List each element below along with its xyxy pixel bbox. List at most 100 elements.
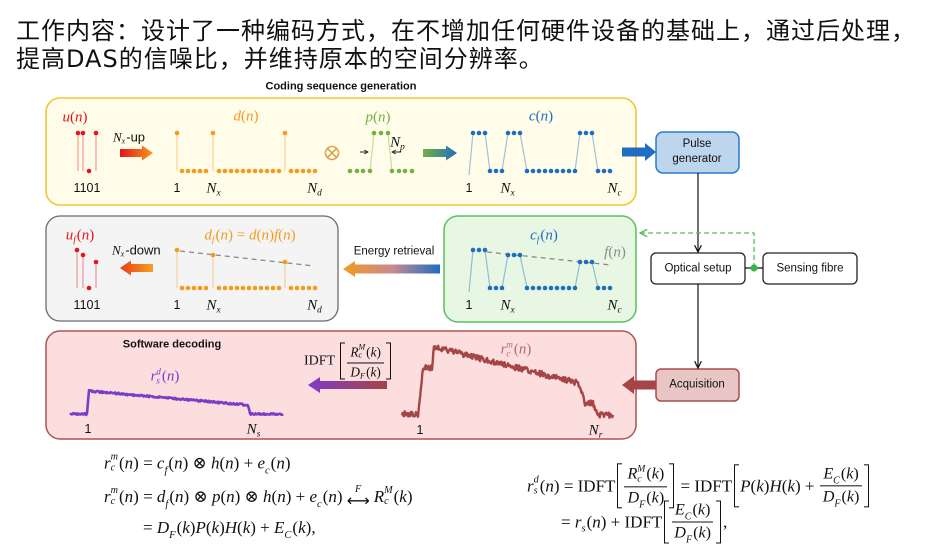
math-text: = xyxy=(138,486,157,506)
sequence-dot xyxy=(294,285,300,291)
math-symbol: f xyxy=(604,244,609,261)
math-symbol: n xyxy=(276,453,285,472)
math-superscript: M xyxy=(384,485,393,497)
sequence-dot xyxy=(86,285,92,291)
math-symbol: N xyxy=(307,180,318,197)
sequence-dot xyxy=(306,168,312,174)
pulse-generator-label: Pulse generator xyxy=(672,137,721,167)
math-symbol: D xyxy=(156,518,170,537)
math-symbol: d xyxy=(204,227,212,244)
c-label: c(n) xyxy=(529,108,554,125)
sequence-dot xyxy=(264,168,270,174)
sequence-dot xyxy=(74,247,80,253)
math-symbol: n xyxy=(613,244,621,261)
math-argument: (n) xyxy=(270,453,291,472)
math-symbol: d xyxy=(248,227,257,244)
d-axis-start: 1 xyxy=(173,180,181,195)
math-variable: h(n) xyxy=(211,453,239,473)
uf-sequence xyxy=(74,247,99,291)
title-line-1: 工作内容：设计了一种编码方式，在不增加任何硬件设备的基础上，通过后处理， xyxy=(16,17,916,45)
math-argument: (n) xyxy=(322,486,343,506)
sequence-dot xyxy=(222,285,228,291)
sequence-dot xyxy=(396,168,402,174)
sequence-dot xyxy=(86,168,92,174)
sequence-dot xyxy=(511,252,517,258)
math-subscript: f xyxy=(211,235,215,246)
pulse-edge-line xyxy=(369,132,375,172)
math-symbol: d xyxy=(233,108,242,125)
math-superscript: d xyxy=(533,474,539,486)
sequence-dot xyxy=(493,168,499,174)
sequence-dot xyxy=(607,168,613,174)
math-symbol: R xyxy=(373,486,385,506)
math-symbol: r xyxy=(500,341,507,358)
sequence-dot xyxy=(389,168,395,174)
math-argument: (k) xyxy=(393,486,413,506)
sequence-dot xyxy=(560,285,566,291)
math-text: ⊗ xyxy=(240,486,264,506)
sequence-dot xyxy=(252,285,258,291)
rc-measured-trace xyxy=(400,344,615,419)
sequence-dot xyxy=(499,168,505,174)
math-subscript: C xyxy=(284,529,292,541)
decoding-section-heading: Software decoding xyxy=(122,338,222,351)
cf-axis-start: 1 xyxy=(465,297,473,312)
sequence-dot xyxy=(203,285,209,291)
math-symbol: r xyxy=(104,486,111,506)
sequence-dot xyxy=(216,168,222,174)
math-argument: (k) xyxy=(366,364,381,380)
sequence-dot xyxy=(240,168,246,174)
sequence-dot xyxy=(203,168,209,174)
sequence-dot xyxy=(270,285,276,291)
math-superscript: M xyxy=(358,342,366,352)
code-edge-line xyxy=(484,249,491,289)
math-symbol: n xyxy=(124,486,134,506)
math-symbol: u xyxy=(62,109,71,126)
math-symbol: k xyxy=(787,476,795,495)
energy-retrieval-label: Energy retrieval xyxy=(353,245,435,258)
df-axis-start: 1 xyxy=(173,297,181,312)
math-text: = xyxy=(143,518,157,537)
math-subscript: c xyxy=(358,350,363,360)
math-subscript: p xyxy=(400,142,405,153)
math-variable: p(n) xyxy=(212,487,240,507)
sequence-dot xyxy=(536,285,542,291)
math-argument: (n) xyxy=(535,108,554,125)
code-edge-line xyxy=(574,132,581,172)
fibre-junction-dot xyxy=(750,264,758,272)
math-symbol: N xyxy=(206,297,217,314)
uf-code-value: 1101 xyxy=(73,297,101,312)
sequence-dot xyxy=(185,168,191,174)
math-symbol: D xyxy=(674,524,686,542)
math-symbol: E xyxy=(274,518,285,537)
math-argument: (n) xyxy=(373,109,391,126)
math-argument: (n) xyxy=(76,227,95,244)
math-symbol: n xyxy=(540,108,549,125)
math-symbol: D xyxy=(350,364,361,380)
rc-trace-line xyxy=(400,344,615,419)
math-text: + xyxy=(291,486,310,506)
math-subscript: s xyxy=(156,376,160,386)
sequence-dot xyxy=(312,168,318,174)
math-symbol: k xyxy=(756,476,764,495)
math-text: ⊗ xyxy=(188,453,211,472)
math-symbol: n xyxy=(545,476,554,495)
math-subscript: c xyxy=(384,495,389,507)
